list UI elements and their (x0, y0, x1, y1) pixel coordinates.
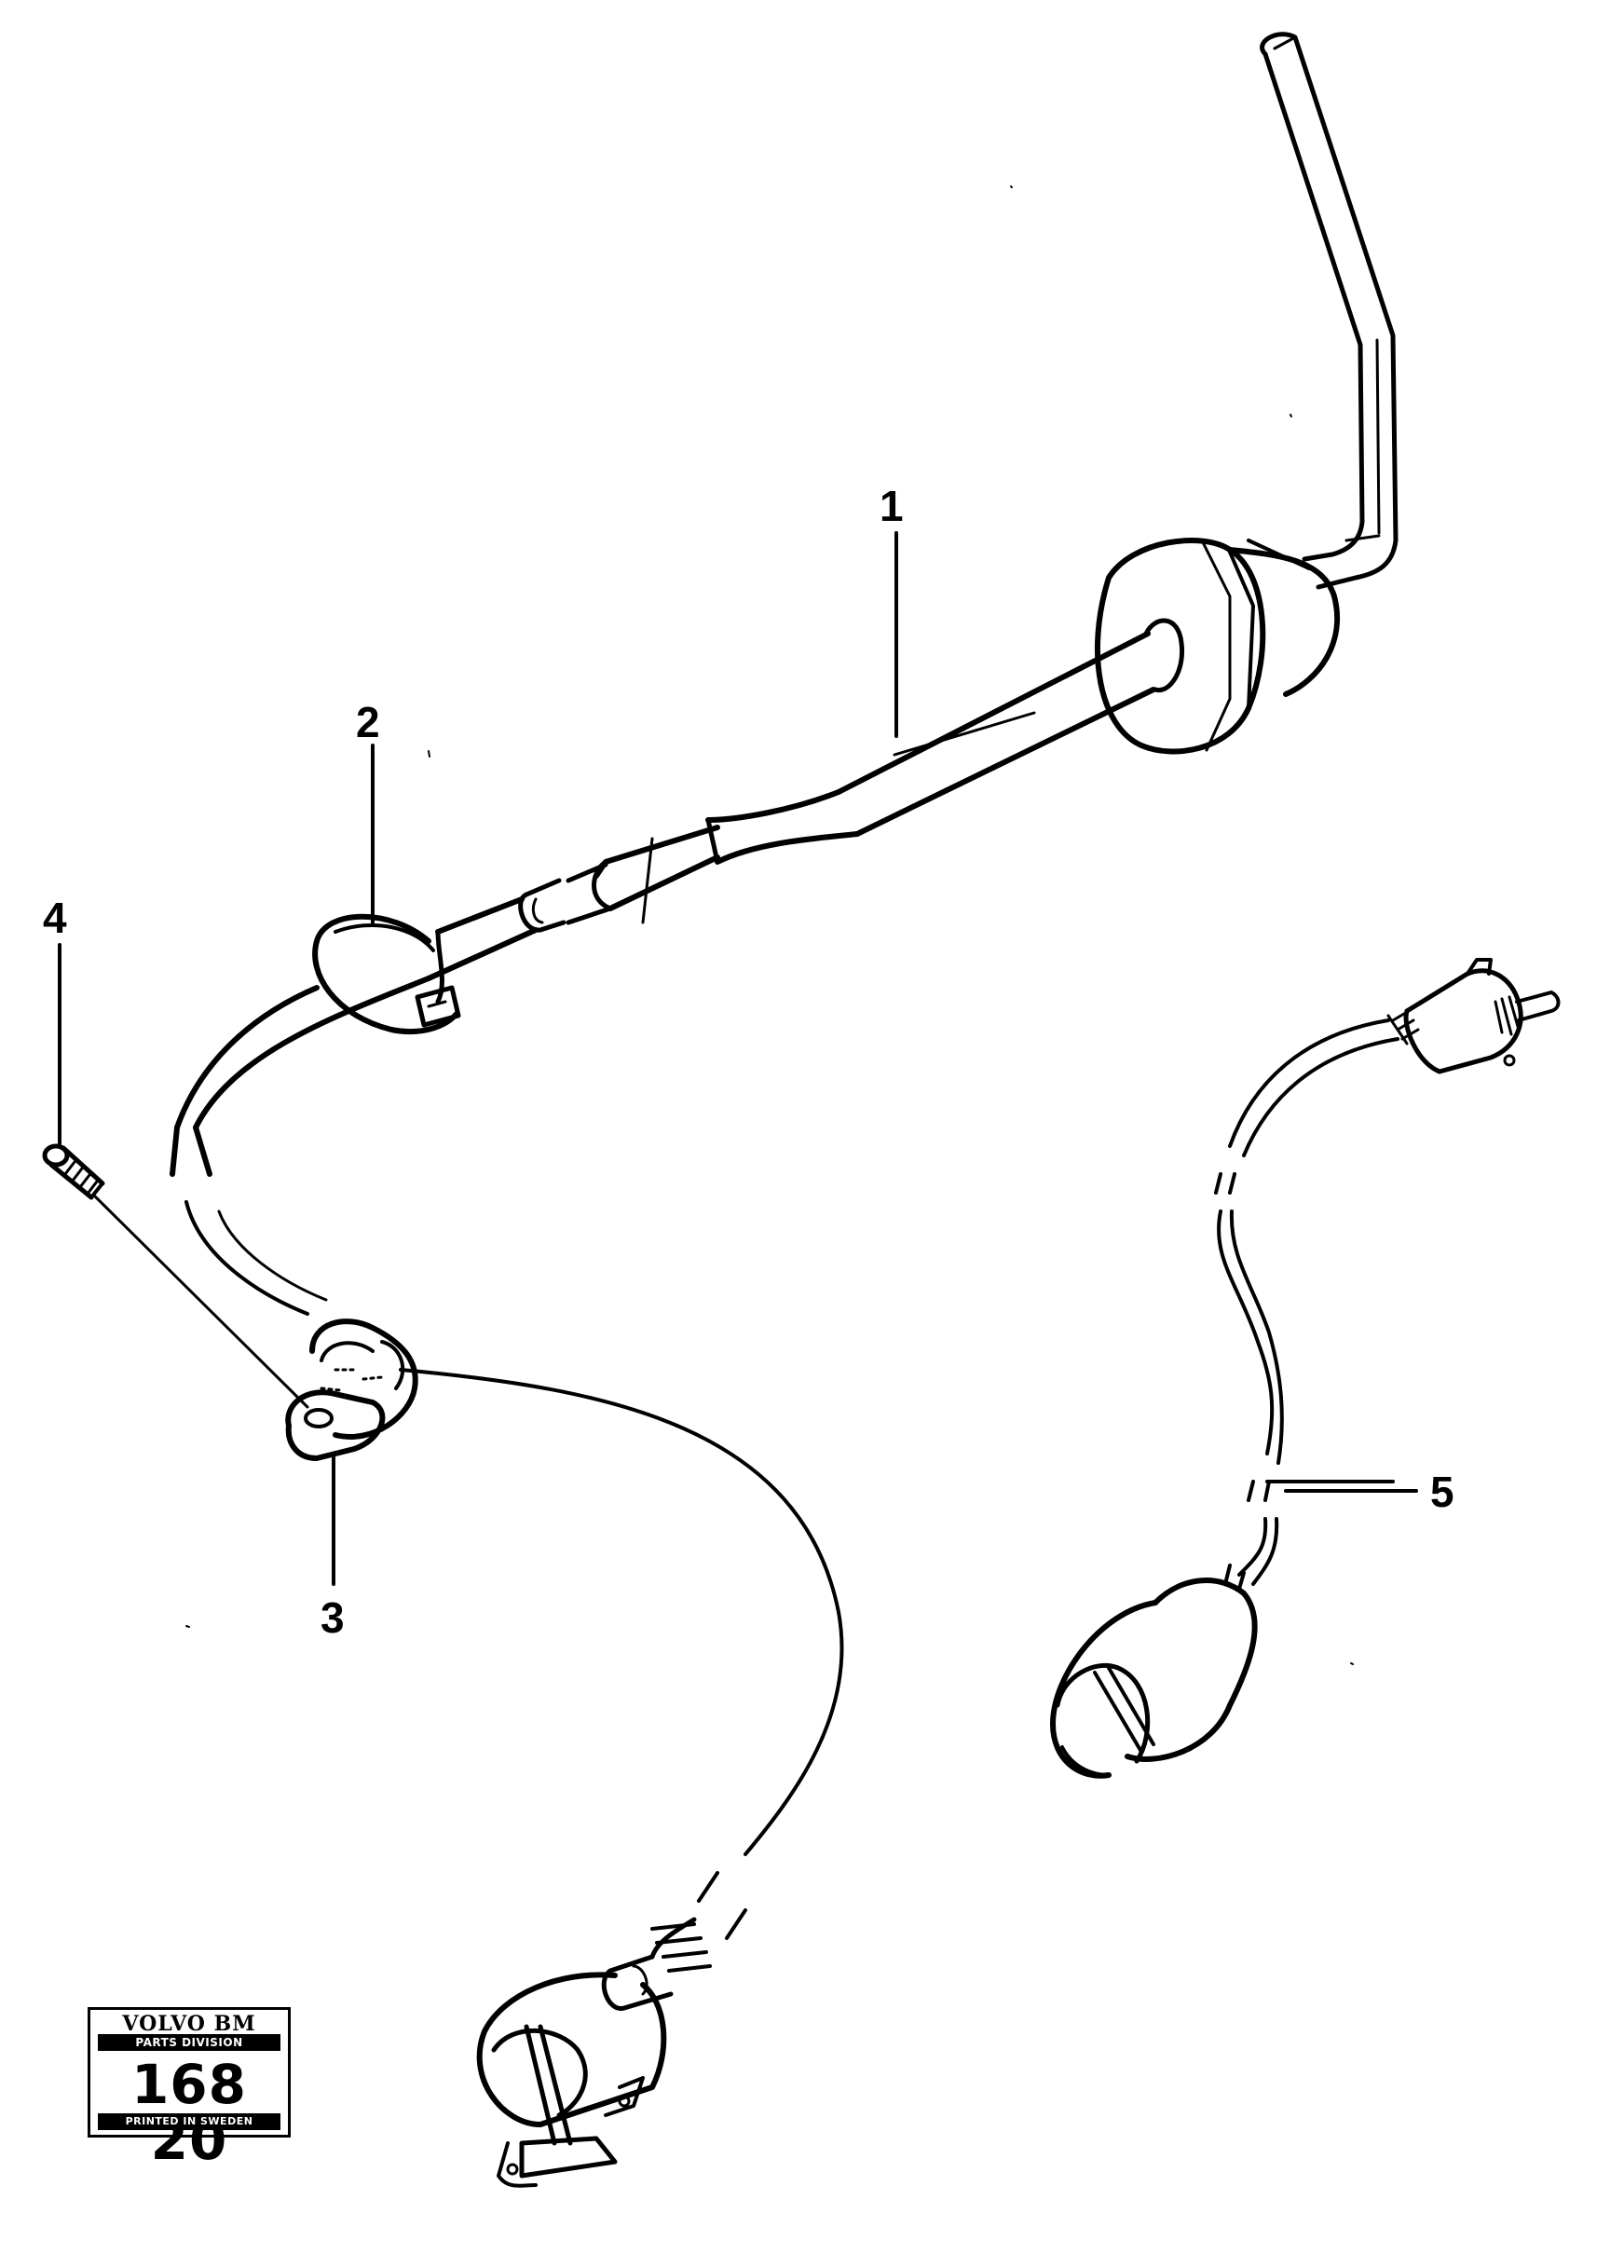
cable-clip (285, 1318, 418, 1461)
stamp-division: PARTS DIVISION (98, 2034, 280, 2051)
callout-5: 5 (1430, 1468, 1454, 1516)
stamp-number: 168 20 (130, 2053, 248, 2172)
callout-3: 3 (321, 1593, 345, 1642)
callout-2: 2 (356, 698, 380, 746)
heater-element (426, 32, 1399, 981)
leader-4b (91, 1193, 309, 1409)
stamp-footer: PRINTED IN SWEDEN (98, 2113, 280, 2130)
lower-plug (476, 1917, 712, 2188)
screw (42, 1143, 105, 1200)
callout-4: 4 (43, 894, 67, 942)
stamp-brand: VOLVO BM (122, 2012, 256, 2036)
callout-1: 1 (880, 482, 904, 530)
parts-stamp: VOLVO BM PARTS DIVISION 168 20 PRINTED I… (88, 2007, 291, 2168)
scan-specks (185, 185, 1354, 1665)
cable-tie (312, 913, 461, 1035)
adapter-lead (1050, 958, 1561, 1779)
leader-lines (58, 531, 1418, 1586)
cable-run (170, 976, 844, 1940)
